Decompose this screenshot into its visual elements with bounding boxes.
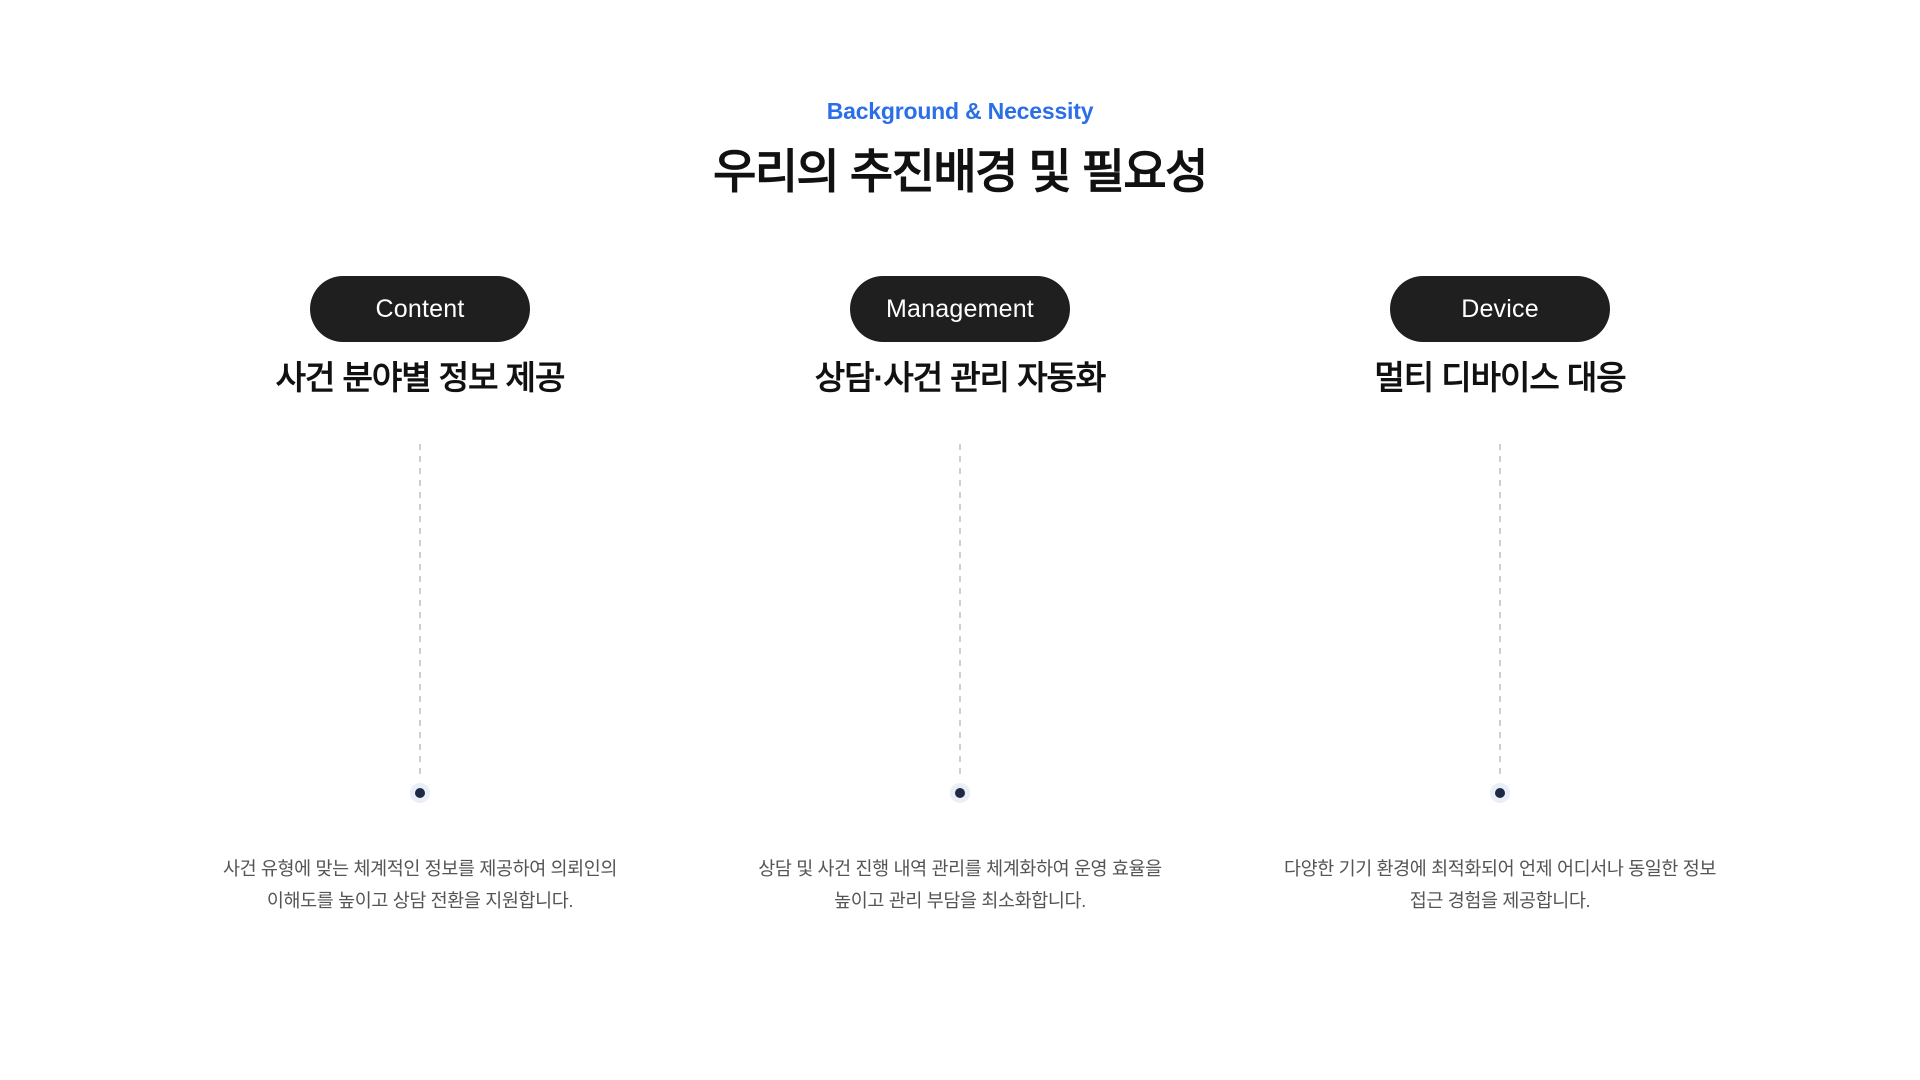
section-title: 우리의 추진배경 및 필요성: [713, 145, 1208, 198]
column-description: 상담 및 사건 진행 내역 관리를 체계화하여 운영 효율을 높이고 관리 부담…: [758, 858, 1162, 911]
column-device: Device 멀티 디바이스 대응 다양한 기기 환경에 최적화되어 언제 어디…: [1240, 276, 1760, 936]
column-description: 사건 유형에 맞는 체계적인 정보를 제공하여 의뢰인의 이해도를 높이고 상담…: [222, 858, 618, 911]
dashed-connector-line: [959, 444, 961, 778]
column-management: Management 상담·사건 관리 자동화 상담 및 사건 진행 내역 관리…: [700, 276, 1220, 936]
column-title: 상담·사건 관리 자동화: [814, 359, 1107, 396]
column-description: 다양한 기기 환경에 최적화되어 언제 어디서나 동일한 정보 접근 경험을 제…: [1283, 858, 1717, 911]
column-title: 사건 분야별 정보 제공: [275, 359, 566, 396]
timeline-dot-icon: [1490, 783, 1510, 803]
dot-center: [415, 788, 425, 798]
tag-pill-content: Content: [310, 276, 530, 342]
dashed-connector-line: [1499, 444, 1501, 778]
dashed-connector-line: [419, 444, 421, 778]
dot-center: [955, 788, 965, 798]
tag-pill-management: Management: [850, 276, 1070, 342]
timeline-dot-icon: [950, 783, 970, 803]
column-title: 멀티 디바이스 대응: [1374, 359, 1626, 396]
timeline-dot-icon: [410, 783, 430, 803]
dot-center: [1495, 788, 1505, 798]
section-eyebrow: Background & Necessity: [826, 98, 1094, 124]
column-content: Content 사건 분야별 정보 제공 사건 유형에 맞는 체계적인 정보를 …: [160, 276, 680, 936]
tag-pill-device: Device: [1390, 276, 1610, 342]
